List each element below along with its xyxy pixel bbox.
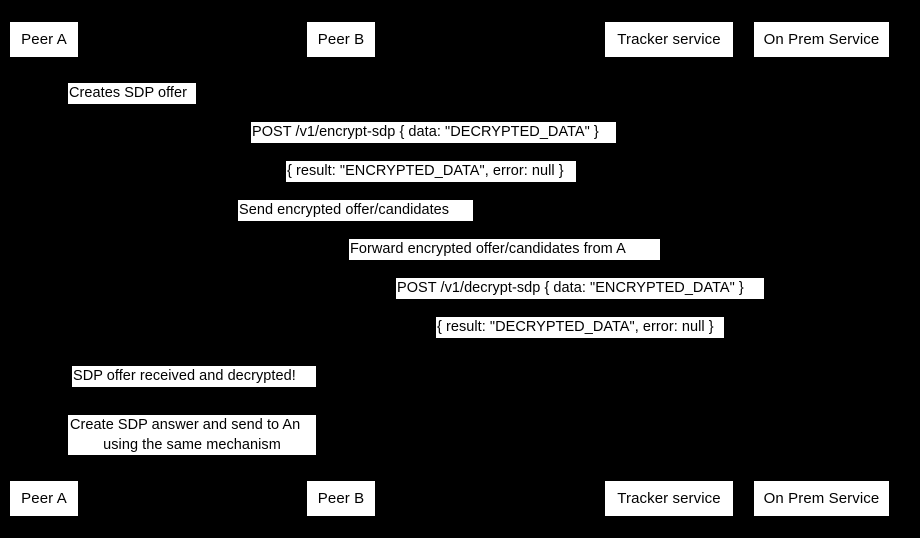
participant-label: On Prem Service [763,31,880,48]
message-forward-encrypted-offer[interactable]: Forward encrypted offer/candidates from … [349,239,660,260]
message-send-encrypted-offer[interactable]: Send encrypted offer/candidates [238,200,473,221]
message-sdp-offer-received[interactable]: SDP offer received and decrypted! [72,366,316,387]
message-label: Send encrypted offer/candidates [239,202,450,218]
participant-header-peer-a[interactable]: Peer A [10,22,78,57]
note-create-sdp-answer[interactable]: Create SDP answer and send to An using t… [68,415,316,455]
message-decrypt-sdp-result[interactable]: { result: "DECRYPTED_DATA", error: null … [436,317,724,338]
message-encrypt-sdp-result[interactable]: { result: "ENCRYPTED_DATA", error: null … [286,161,576,182]
message-label: Forward encrypted offer/candidates from … [350,241,626,257]
message-label: POST /v1/decrypt-sdp { data: "ENCRYPTED_… [397,280,744,296]
participant-footer-tracker-service[interactable]: Tracker service [605,481,733,516]
participant-footer-peer-b[interactable]: Peer B [307,481,375,516]
participant-label: Peer B [317,31,365,48]
message-label: { result: "ENCRYPTED_DATA", error: null … [287,163,564,179]
message-post-decrypt-sdp[interactable]: POST /v1/decrypt-sdp { data: "ENCRYPTED_… [396,278,764,299]
message-label: POST /v1/encrypt-sdp { data: "DECRYPTED_… [252,124,599,140]
participant-footer-on-prem-service[interactable]: On Prem Service [754,481,889,516]
message-label: Creates SDP offer [69,85,187,101]
message-label: SDP offer received and decrypted! [73,368,296,384]
participant-label: Peer B [317,490,365,507]
note-line-2: using the same mechanism [103,437,281,453]
participant-label: Peer A [21,31,67,48]
message-creates-sdp-offer[interactable]: Creates SDP offer [68,83,196,104]
participant-label: Tracker service [617,31,721,48]
message-label: { result: "DECRYPTED_DATA", error: null … [437,319,714,335]
participant-label: Tracker service [617,490,721,507]
participant-label: On Prem Service [763,490,880,507]
participant-header-tracker-service[interactable]: Tracker service [605,22,733,57]
lifeline-peer-b [341,57,342,481]
participant-footer-peer-a[interactable]: Peer A [10,481,78,516]
note-line-1: Create SDP answer and send to An [70,417,301,433]
lifeline-peer-a [44,57,45,481]
lifeline-on-prem-service [821,57,822,481]
participant-header-peer-b[interactable]: Peer B [307,22,375,57]
participant-label: Peer A [21,490,67,507]
lifeline-tracker-service [669,57,670,481]
message-post-encrypt-sdp[interactable]: POST /v1/encrypt-sdp { data: "DECRYPTED_… [251,122,616,143]
participant-header-on-prem-service[interactable]: On Prem Service [754,22,889,57]
